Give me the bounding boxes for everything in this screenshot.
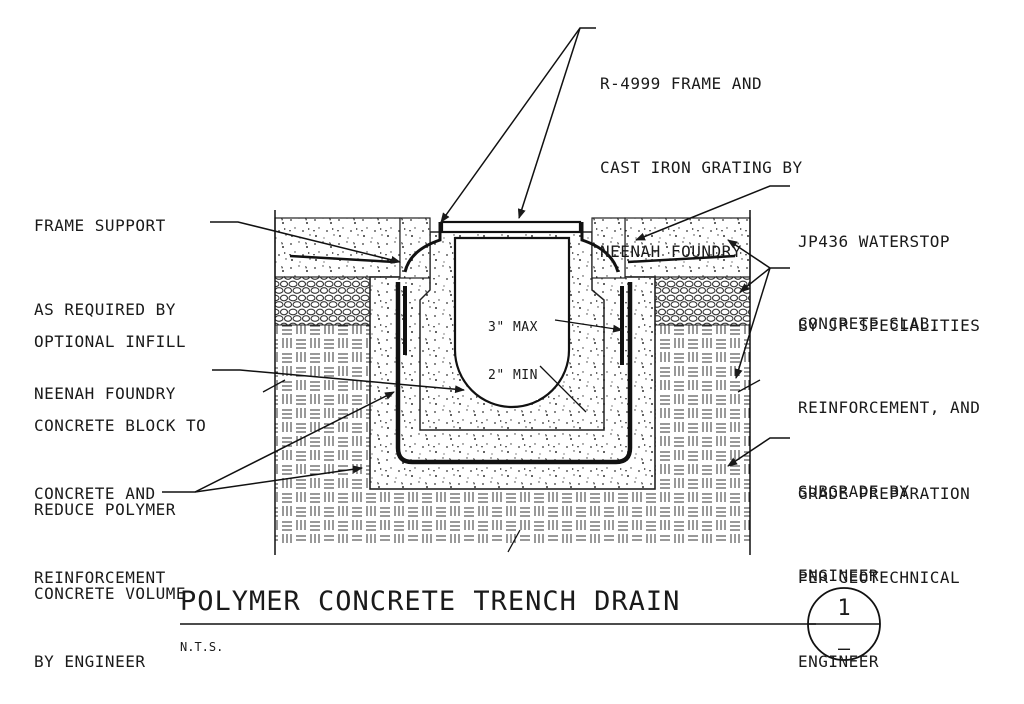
callout-line: PER GEOTECHNICAL	[798, 568, 961, 587]
gravel-base-left	[274, 276, 371, 326]
callout-line: SUBGRADE BY	[798, 482, 910, 501]
concrete-slab-left	[274, 217, 401, 278]
callout-line: AS REQUIRED BY	[34, 300, 176, 319]
callout-line: CONCRETE VOLUME	[34, 584, 186, 603]
leader-dimension	[554, 319, 623, 333]
callout-waterstop: JP436 WATERSTOP BY JP SPECIALITIES	[798, 172, 980, 368]
callout-line: ENGINEER	[798, 652, 880, 671]
callout-grade-prep: GRADE PREPARATION PER GEOTECHNICAL ENGIN…	[798, 424, 970, 704]
break-mark	[737, 379, 761, 393]
frame-right	[580, 222, 620, 273]
dimension-max: 3" MAX	[488, 320, 538, 335]
leader-concrete-slab-3	[734, 267, 771, 379]
callout-line: R-4999 FRAME AND	[600, 74, 763, 93]
callout-line: ENGINEER	[798, 566, 880, 585]
leader-frame-grating-2	[517, 27, 581, 219]
dimension-min: 2" MIN	[488, 368, 538, 383]
dimension-note: 3" MAX 2" MIN	[488, 288, 538, 400]
leader-waterstop	[635, 185, 790, 241]
callout-line: BY JP SPECIALITIES	[798, 316, 981, 335]
rebar-u	[395, 282, 633, 465]
detail-sheet-ref: —	[837, 636, 851, 660]
callout-line: REINFORCEMENT, AND	[798, 398, 981, 417]
leader-dimension-2	[539, 365, 587, 413]
leader-frame-support	[210, 221, 401, 264]
cast-iron-grating	[440, 220, 582, 234]
callout-line: NEENAH FOUNDRY	[600, 242, 742, 261]
callout-frame-grating: R-4999 FRAME AND CAST IRON GRATING BY NE…	[600, 14, 803, 294]
callout-line: NEENAH FOUNDRY	[34, 384, 176, 403]
trench-drain-detail: R-4999 FRAME AND CAST IRON GRATING BY NE…	[34, 14, 980, 671]
callout-line: REINFORCEMENT	[34, 568, 166, 587]
callout-line: GRADE PREPARATION	[798, 484, 971, 503]
callout-line: CONCRETE BLOCK TO	[34, 416, 207, 435]
leader-grade-prep	[727, 437, 790, 467]
callout-line: CONCRETE SLAB,	[798, 314, 940, 333]
callout-line: OPTIONAL INFILL	[34, 332, 186, 351]
callout-line: CONCRETE AND	[34, 484, 156, 503]
callout-line: CAST IRON GRATING BY	[600, 158, 803, 177]
slab-rebar-left	[289, 254, 396, 264]
callout-concrete-slab: CONCRETE SLAB, REINFORCEMENT, AND SUBGRA…	[798, 254, 980, 618]
callout-line: JP436 WATERSTOP	[798, 232, 950, 251]
slab-rebar-right	[627, 254, 736, 264]
leader-infill-block	[212, 369, 465, 394]
break-mark	[262, 379, 286, 393]
callout-infill-block: OPTIONAL INFILL CONCRETE BLOCK TO REDUCE…	[34, 272, 206, 636]
callout-line: FRAME SUPPORT	[34, 216, 166, 235]
leader-concrete-reinforcement-2	[194, 465, 363, 493]
detail-number: 1	[837, 596, 851, 621]
drawing-title: POLYMER CONCRETE TRENCH DRAIN	[180, 586, 681, 617]
scale-note: N.T.S.	[180, 640, 224, 654]
callout-line: REDUCE POLYMER	[34, 500, 176, 519]
leader-concrete-slab-2	[739, 267, 771, 293]
callout-concrete-reinforcement: CONCRETE AND REINFORCEMENT BY ENGINEER	[34, 424, 166, 704]
leader-frame-grating	[440, 27, 596, 223]
break-mark	[507, 529, 521, 553]
frame-left	[403, 222, 442, 273]
callout-line: BY ENGINEER	[34, 652, 146, 671]
callout-frame-support: FRAME SUPPORT AS REQUIRED BY NEENAH FOUN…	[34, 156, 176, 436]
